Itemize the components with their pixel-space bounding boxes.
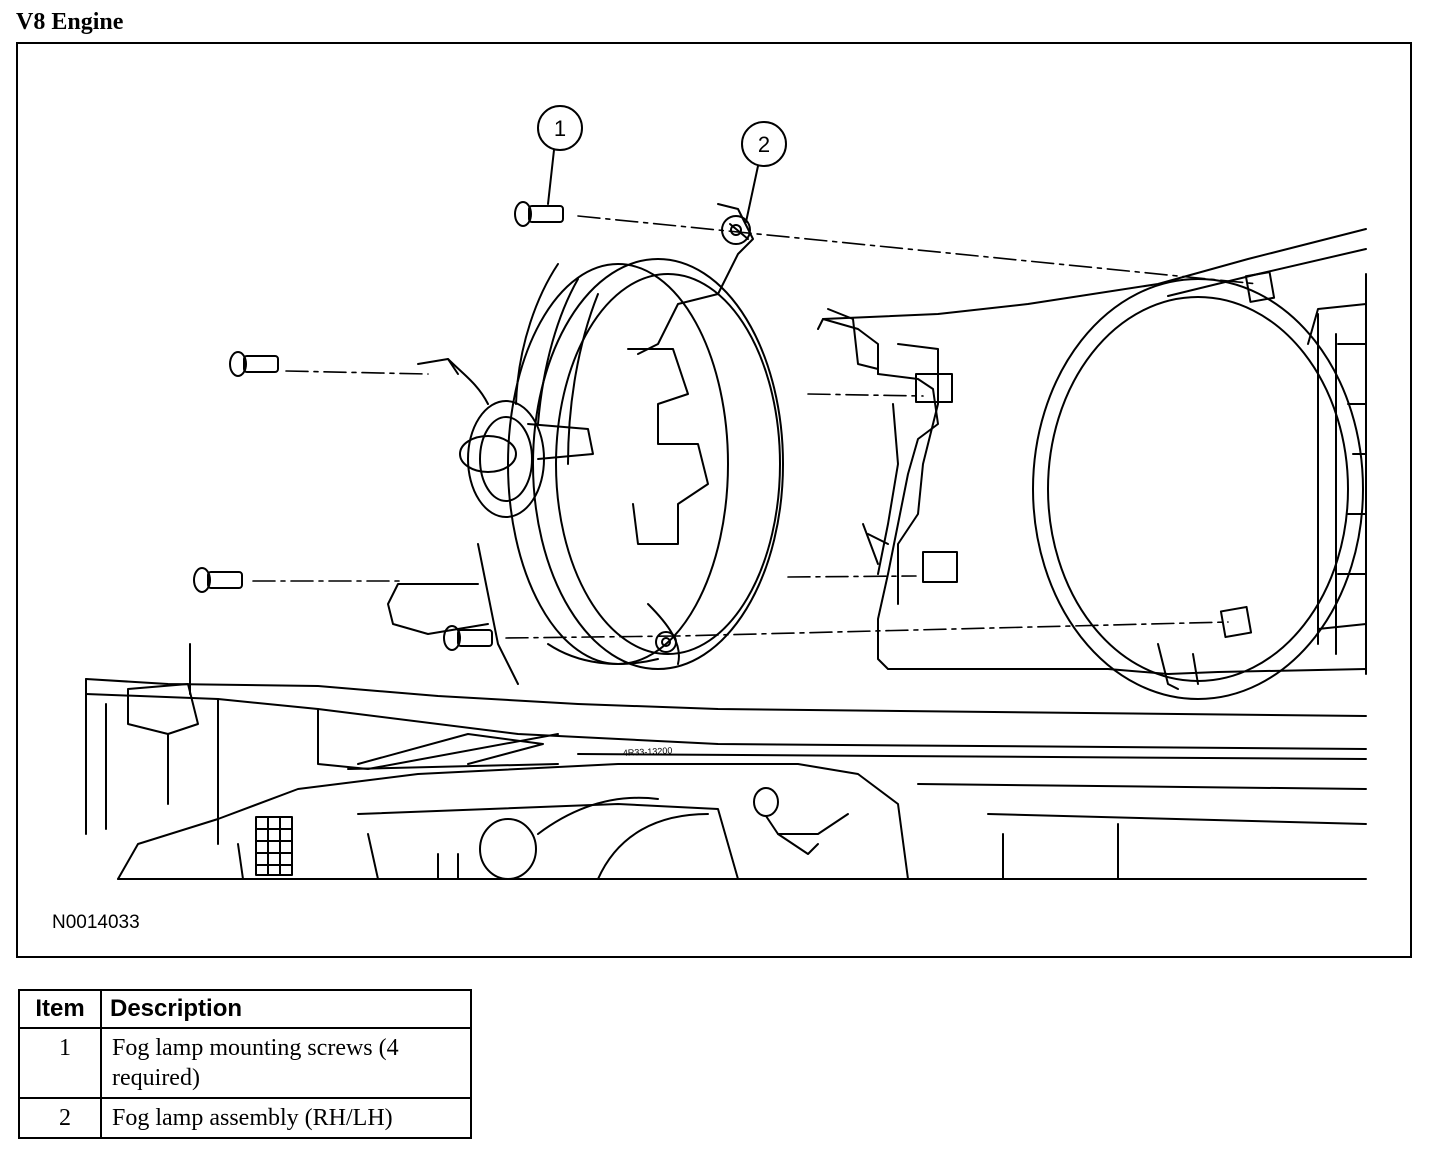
- table-row: 2 Fog lamp assembly (RH/LH): [18, 1097, 472, 1139]
- legend-header-description: Description: [100, 989, 472, 1029]
- legend-item-description: Fog lamp mounting screws (4 required): [100, 1027, 472, 1099]
- figure-reference-code: N0014033: [52, 912, 140, 933]
- legend-item-number: 2: [18, 1097, 102, 1139]
- bumper-opening: [817, 228, 1367, 700]
- legend-header-row: Item Description: [18, 989, 472, 1029]
- lower-bumper: [85, 643, 1367, 880]
- part-stamp: 4R33-13200: [623, 745, 673, 758]
- page-title: V8 Engine: [16, 9, 124, 35]
- callout-2: 2: [741, 121, 787, 223]
- diagram-frame: 4R33-13200 1 2 N0014033: [16, 42, 1412, 958]
- callout-1-label: 1: [554, 116, 566, 141]
- fog-lamp-assembly: [387, 203, 784, 685]
- screw-lower-left: [193, 567, 243, 593]
- legend-item-number: 1: [18, 1027, 102, 1099]
- screw-top: [514, 201, 564, 227]
- legend-item-description: Fog lamp assembly (RH/LH): [100, 1097, 472, 1139]
- callout-1: 1: [537, 105, 583, 205]
- callout-2-label: 2: [758, 132, 770, 157]
- legend-table: Item Description 1 Fog lamp mounting scr…: [18, 989, 472, 1139]
- screw-bottom: [443, 625, 493, 651]
- screw-upper-left: [229, 351, 279, 377]
- mounting-screws: [193, 201, 564, 651]
- legend-header-item: Item: [18, 989, 102, 1029]
- fog-lamp-illustration: 4R33-13200 1 2: [85, 105, 1367, 880]
- table-row: 1 Fog lamp mounting screws (4 required): [18, 1027, 472, 1099]
- mounting-bracket: [827, 308, 958, 605]
- alignment-lines: [252, 215, 1259, 639]
